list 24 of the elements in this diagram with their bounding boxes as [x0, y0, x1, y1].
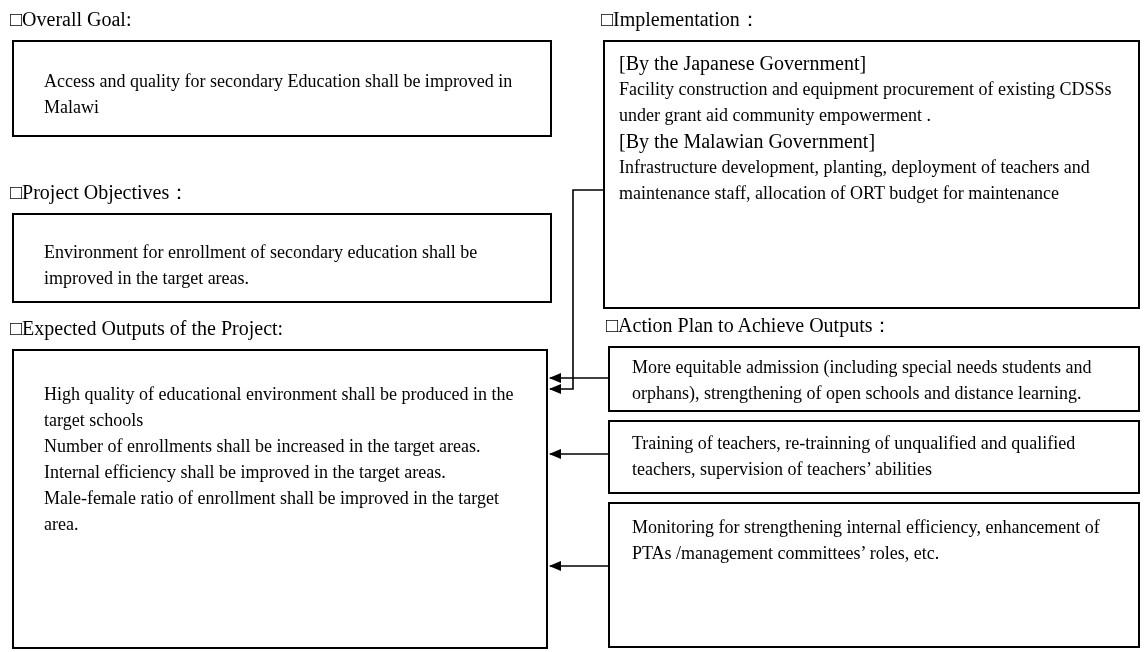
- section-heading: □Expected Outputs of the Project:: [10, 316, 284, 341]
- arrow: [549, 449, 609, 459]
- box-text: Environment for enrollment of secondary education shall be improved in the target areas.: [44, 241, 479, 290]
- box-text: High quality of educational environment shall be produced in the target schools: [44, 383, 515, 432]
- box-text: Infrastructure development, planting, deployment of teachers and maintenance staff, allocation of ORT budget for maintenance: [619, 156, 1091, 205]
- subheading: [By the Malawian Government]: [619, 129, 877, 154]
- box-text: Internal efficiency shall be improved in the target areas.: [44, 461, 447, 484]
- box-text: More equitable admission (including special needs students and orphans), strengthening of open schools and distance learning.: [632, 356, 1093, 405]
- box-text: Monitoring for strengthening internal efficiency, enhancement of PTAs /management committees’ roles, etc.: [632, 516, 1101, 565]
- arrow: [549, 561, 609, 571]
- text-box: [608, 420, 1140, 494]
- box-text: Access and quality for secondary Education shall be improved in Malawi: [44, 70, 514, 119]
- box-text: Facility construction and equipment procurement of existing CDSSs under grant aid community empowerment .: [619, 78, 1113, 127]
- arrow: [549, 189, 604, 394]
- arrow: [549, 373, 609, 383]
- subheading: [By the Japanese Government]: [619, 51, 868, 76]
- text-box: [608, 502, 1140, 648]
- section-heading: □Action Plan to Achieve Outputs：: [606, 313, 893, 338]
- box-text: Number of enrollments shall be increased in the target areas.: [44, 435, 482, 458]
- section-heading: □Overall Goal:: [10, 7, 132, 32]
- section-heading: □Project Objectives：: [10, 180, 190, 205]
- box-text: Male-female ratio of enrollment shall be improved in the target area.: [44, 487, 500, 536]
- box-text: Training of teachers, re-trainning of unqualified and qualified teachers, supervision of teachers’ abilities: [632, 432, 1077, 481]
- section-heading: □Implementation：: [601, 7, 760, 32]
